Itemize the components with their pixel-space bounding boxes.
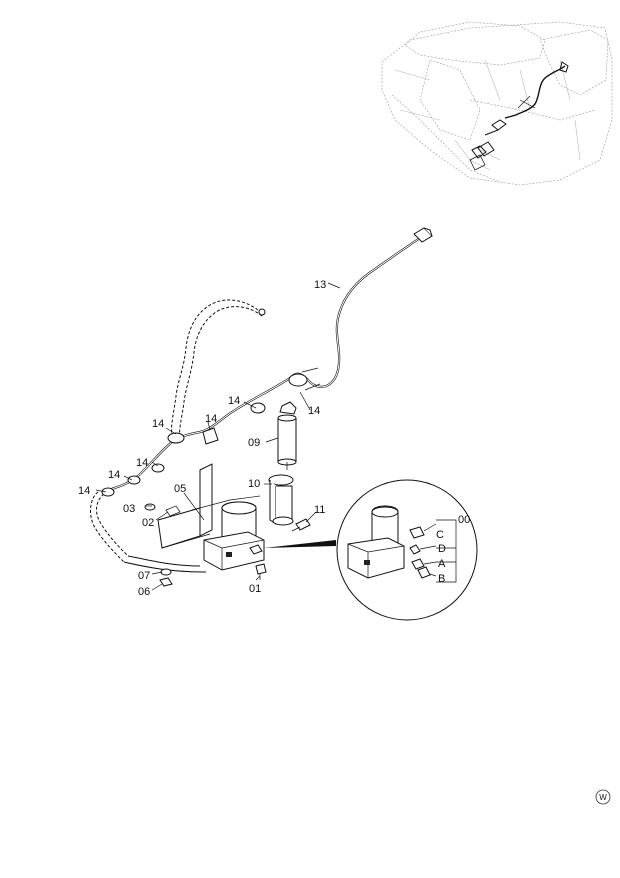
label-03: 03: [123, 503, 135, 515]
hose-upper-loop: [171, 299, 266, 445]
label-13: 13: [314, 279, 326, 291]
label-02: 02: [142, 517, 154, 529]
label-14: 14: [205, 413, 217, 425]
bracket-10: [268, 474, 294, 526]
label-14: 14: [152, 418, 164, 430]
machine-overview-illustration: [381, 21, 613, 186]
label-14: 14: [108, 469, 120, 481]
label-a: A: [438, 558, 446, 570]
label-10: 10: [248, 478, 260, 490]
label-14: 14: [228, 395, 240, 407]
part-number-labels: 13 14 14 14 14 14 14 14 09 10 11 05 03 0…: [78, 279, 326, 598]
detail-pointer: [264, 540, 336, 548]
label-09: 09: [248, 437, 260, 449]
label-11: 11: [314, 504, 325, 516]
bolt-01: [255, 563, 267, 580]
leader-lines: [95, 282, 457, 591]
clip-14-set: [101, 367, 321, 497]
filter-cartridge-09: [277, 401, 297, 470]
detail-labels: 00 C D A B: [436, 514, 470, 585]
bracket-05: [157, 463, 213, 549]
label-07: 07: [138, 570, 150, 582]
label-b: B: [438, 573, 445, 585]
detail-callout: [336, 479, 478, 621]
watermark-badge: W: [595, 789, 611, 805]
label-14: 14: [78, 485, 90, 497]
washer-07: [160, 568, 172, 576]
label-06: 06: [138, 586, 150, 598]
label-05: 05: [174, 483, 186, 495]
washer-03: [144, 503, 156, 511]
label-c: C: [436, 529, 444, 541]
fuel-filter-unit: [191, 495, 265, 571]
label-14: 14: [136, 457, 148, 469]
label-01: 01: [249, 583, 261, 595]
label-d: D: [438, 543, 446, 555]
bolt-02: [165, 505, 181, 517]
svg-text:W: W: [599, 793, 607, 802]
hose-13: [289, 227, 433, 388]
nut-06: [159, 577, 173, 587]
label-14: 14: [308, 405, 320, 417]
label-00: 00: [458, 514, 470, 526]
